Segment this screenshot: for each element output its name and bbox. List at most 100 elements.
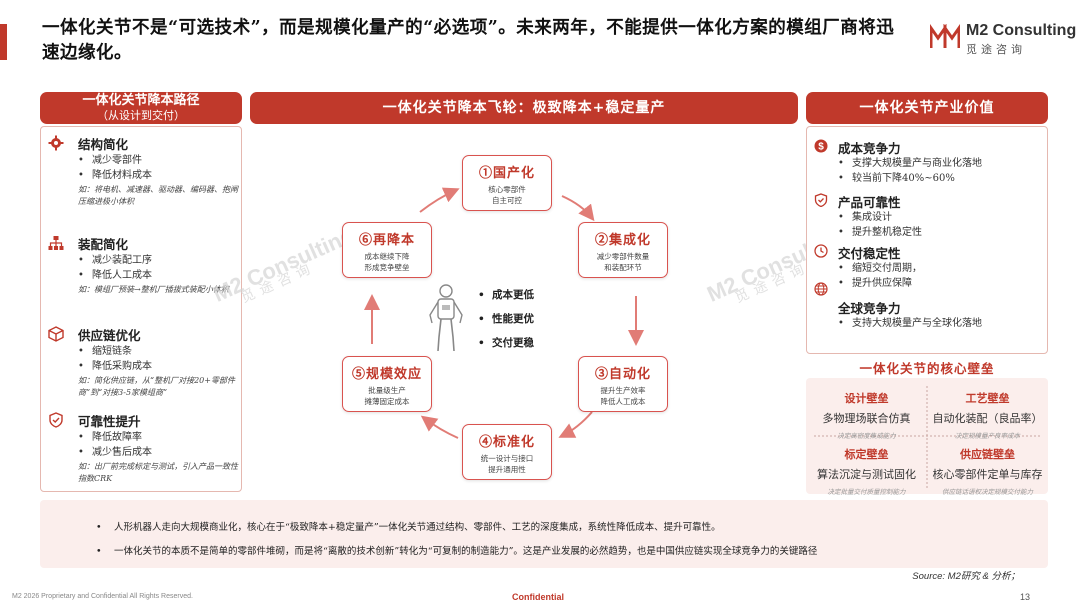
clock-icon [814, 244, 828, 258]
list-item: 性能更优 [478, 307, 534, 331]
quadrant-note: 决定批量交付质量控制能力 [827, 488, 906, 496]
node-desc: 统一设计与接口 提升通用性 [480, 454, 534, 474]
quadrant-note: 供应链话语权决定规模交付能力 [942, 488, 1033, 496]
node-desc: 核心零部件 自主可控 [488, 185, 526, 205]
summary-item: 人形机器人走向大规模商业化，核心在于“极致降本+稳定量产”一体化关节通过结构、零… [96, 516, 1016, 540]
node-title: ②集成化 [594, 233, 651, 248]
dollar-icon: $ [814, 139, 828, 153]
list-item: 减少售后成本 [78, 445, 238, 460]
flywheel-node-integration: ②集成化 减少零部件数量 和装配环节 [578, 222, 668, 278]
source-note: Source: M2研究 & 分析； [912, 571, 1020, 582]
left-section-heading: 可靠性提升 [78, 414, 141, 429]
quadrant-title: 供应链壁垒 [960, 448, 1015, 461]
list-item: 交付更稳 [478, 331, 534, 355]
left-section-note: 如：出厂前完成标定与测试，引入产品一致性指数CRK [78, 462, 238, 483]
left-panel-title: 一体化关节降本路径 [82, 93, 200, 108]
quadrant-process: 工艺壁垒 自动化装配（良品率） 决定规模量产良率成本 [927, 390, 1048, 440]
quadrant-desc: 核心零部件定单与库存 [932, 468, 1043, 481]
right-section-heading: 全球竞争力 [838, 301, 901, 316]
flywheel-node-scale: ⑤规模效应 批量级生产 摊薄固定成本 [342, 356, 432, 412]
footer-confidential: Confidential [512, 592, 564, 602]
quadrant-divider [814, 386, 1040, 488]
logo: M2 Consulting 觅途咨询 [930, 20, 1076, 60]
quadrant-title: 工艺壁垒 [965, 392, 1010, 405]
list-item: 减少零部件 [78, 153, 238, 168]
quadrant-note: 决定规模量产良率成本 [955, 432, 1020, 440]
quadrant-note: 决定高密度集成能力 [837, 432, 896, 440]
list-item: 提升供应保障 [838, 276, 1048, 291]
left-section-note: 如：模组厂预装→整机厂插拔式装配小体积 [78, 285, 229, 294]
core-barriers-title: 一体化关节的核心壁垒 [859, 361, 995, 376]
left-section-heading: 结构简化 [78, 137, 129, 152]
box-icon [48, 326, 64, 342]
list-item: 较当前下降40%~60% [838, 171, 1048, 186]
middle-panel-header: 一体化关节降本飞轮：极致降本+稳定量产 [250, 92, 798, 124]
node-title: ③自动化 [594, 367, 651, 382]
list-item: 降低故障率 [78, 430, 238, 445]
logo-name: M2 Consulting [966, 22, 1077, 39]
right-panel-header: 一体化关节产业价值 [806, 92, 1048, 124]
list-item: 减少装配工序 [78, 253, 238, 268]
arrow-3-to-4 [558, 411, 593, 438]
quadrant-design: 设计壁垒 多物理场联合仿真 决定高密度集成能力 [806, 390, 927, 440]
quadrant-title: 设计壁垒 [844, 392, 889, 405]
shield-check-icon [814, 193, 828, 207]
left-panel-header: 一体化关节降本路径 （从设计到交付） [40, 92, 242, 124]
accent-bar [0, 24, 7, 60]
center-benefits: 成本更低 性能更优 交付更稳 [478, 283, 534, 355]
left-section-heading: 供应链优化 [78, 328, 141, 343]
right-section-heading: 产品可靠性 [838, 195, 901, 210]
left-panel-subtitle: （从设计到交付） [97, 109, 185, 122]
node-desc: 批量级生产 摊薄固定成本 [364, 386, 410, 406]
arrow-4-to-5 [420, 415, 459, 439]
left-section-heading: 装配简化 [78, 237, 129, 252]
quadrant-calibration: 标定壁垒 算法沉淀与测试固化 决定批量交付质量控制能力 [806, 446, 927, 496]
gear-icon [48, 135, 64, 151]
node-title: ①国产化 [478, 166, 535, 181]
flywheel-node-cost-reduction: ⑥再降本 成本继续下降 形成竞争壁垒 [342, 222, 432, 278]
flywheel-node-localization: ①国产化 核心零部件 自主可控 [462, 155, 552, 211]
footer-copyright: M2 2026 Proprietary and Confidential All… [12, 593, 193, 600]
core-barriers-panel: 设计壁垒 多物理场联合仿真 决定高密度集成能力 工艺壁垒 自动化装配（良品率） … [806, 378, 1048, 496]
flywheel-node-standardization: ④标准化 统一设计与接口 提升通用性 [462, 424, 552, 480]
shield-check-icon [49, 412, 63, 428]
node-title: ⑥再降本 [358, 233, 415, 248]
quadrant-desc: 算法沉淀与测试固化 [817, 468, 916, 481]
list-item: 缩短交付周期， [838, 261, 1048, 276]
quadrant-supply-chain: 供应链壁垒 核心零部件定单与库存 供应链话语权决定规模交付能力 [927, 446, 1048, 496]
node-title: ⑤规模效应 [351, 367, 422, 382]
page-title: 一体化关节不是“可选技术”，而是规模化量产的“必选项”。未来两年，不能提供一体化… [42, 18, 895, 63]
summary-box: 人形机器人走向大规模商业化，核心在于“极致降本+稳定量产”一体化关节通过结构、零… [40, 500, 1048, 568]
list-item: 支持大规模量产与全球化落地 [838, 316, 1048, 331]
node-title: ④标准化 [478, 435, 535, 450]
summary-item: 一体化关节的本质不是简单的零部件堆砌，而是将“离散的技术创新”转化为“可复制的制… [96, 540, 1016, 564]
list-item: 缩短链条 [78, 344, 238, 359]
logo-subtitle: 觅途咨询 [966, 43, 1026, 56]
right-section-heading: 交付稳定性 [838, 246, 901, 261]
flywheel-node-automation: ③自动化 提升生产效率 降低人工成本 [578, 356, 668, 412]
list-item: 成本更低 [478, 283, 534, 307]
right-section-heading: 成本竞争力 [838, 141, 901, 156]
list-item: 降低采购成本 [78, 359, 238, 374]
list-item: 降低人工成本 [78, 268, 238, 283]
quadrant-desc: 多物理场联合仿真 [822, 412, 911, 425]
arrow-1-to-2 [561, 195, 595, 222]
left-section-note: 如：简化供应链，从“整机厂对接20+零部件商”到“对接3-5家模组商” [78, 376, 235, 397]
m2-logo-icon [930, 24, 960, 48]
node-desc: 减少零部件数量 和装配环节 [596, 252, 650, 272]
page-number: 13 [1019, 592, 1030, 602]
quadrant-title: 标定壁垒 [844, 448, 889, 461]
svg-text:$: $ [818, 142, 824, 153]
quadrant-desc: 自动化装配（良品率） [932, 412, 1043, 425]
node-desc: 成本继续下降 形成竞争壁垒 [364, 252, 410, 272]
node-desc: 提升生产效率 降低人工成本 [600, 386, 646, 406]
globe-icon [814, 282, 828, 296]
list-item: 集成设计 [838, 210, 1048, 225]
left-section-note: 如：将电机、减速器、驱动器、编码器、抱闸压缩进极小体积 [78, 185, 238, 206]
list-item: 支撑大规模量产与商业化落地 [838, 156, 1048, 171]
hierarchy-icon [48, 236, 64, 250]
list-item: 降低材料成本 [78, 168, 238, 183]
robot-icon [429, 284, 463, 352]
arrow-6-to-1 [419, 187, 460, 213]
list-item: 提升整机稳定性 [838, 225, 1048, 240]
